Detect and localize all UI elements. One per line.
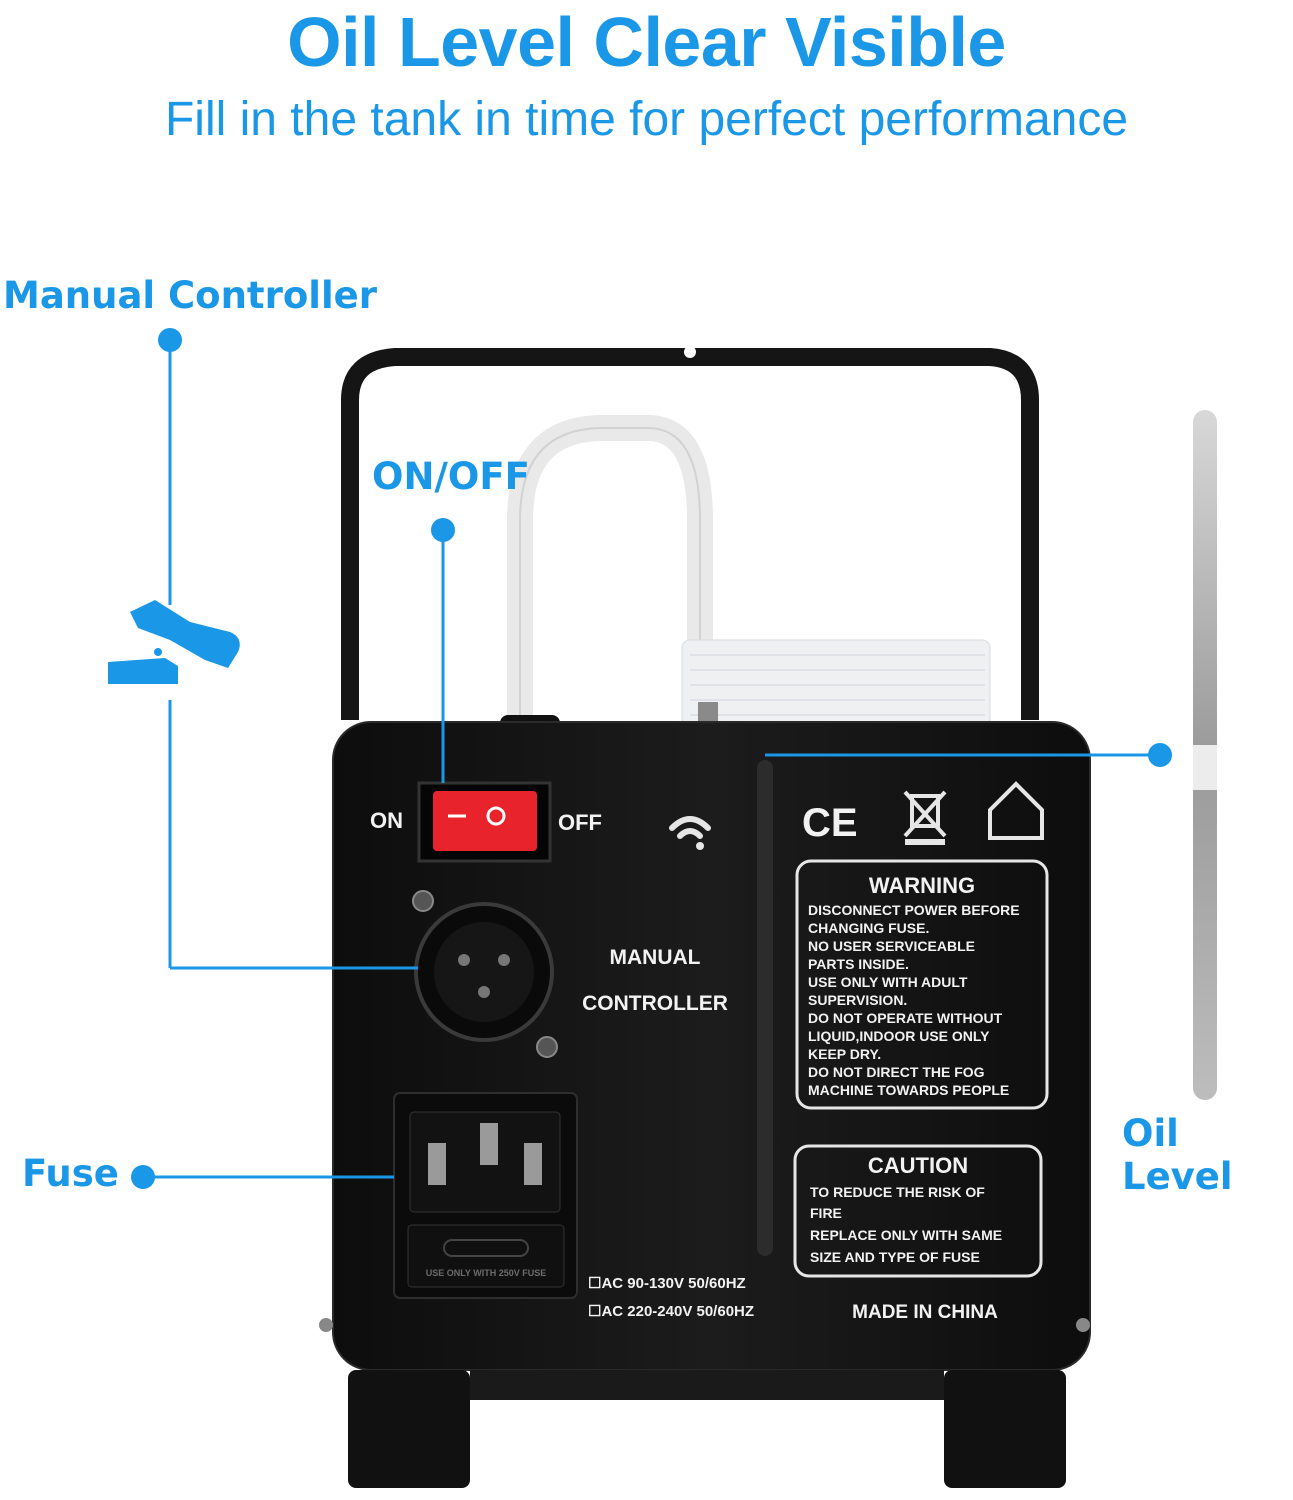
warning-line: DO NOT DIRECT THE FOG bbox=[808, 1064, 985, 1080]
fuse-print: USE ONLY WITH 250V FUSE bbox=[426, 1268, 547, 1278]
headline: Oil Level Clear Visible bbox=[287, 3, 1006, 81]
voltage-option: ☐AC 220-240V 50/60HZ bbox=[588, 1303, 754, 1320]
manual-controller-print: CONTROLLER bbox=[582, 992, 728, 1015]
indoor-house-icon bbox=[988, 781, 1044, 840]
caution-line: SIZE AND TYPE OF FUSE bbox=[810, 1249, 980, 1265]
subheadline: Fill in the tank in time for perfect per… bbox=[164, 93, 1129, 146]
foot-left bbox=[348, 1370, 470, 1488]
callout-on-off: ON/OFF bbox=[372, 455, 530, 498]
foot-pedal-icon bbox=[108, 600, 240, 684]
fluid-tube bbox=[507, 415, 713, 725]
caution-label-box bbox=[793, 1144, 1043, 1278]
oil-sight-window bbox=[757, 760, 773, 1256]
foot-right bbox=[944, 1370, 1066, 1488]
caution-line: FIRE bbox=[810, 1205, 842, 1221]
wifi-icon bbox=[669, 816, 711, 850]
warning-line: USE ONLY WITH ADULT bbox=[808, 974, 968, 990]
on-label: ON bbox=[370, 808, 403, 833]
warning-line: SUPERVISION. bbox=[808, 992, 907, 1008]
weee-bin-icon bbox=[903, 790, 947, 845]
warning-line: MACHINE TOWARDS PEOPLE bbox=[808, 1082, 1009, 1098]
made-in-label: MADE IN CHINA bbox=[852, 1302, 998, 1323]
ce-mark-icon: CE bbox=[802, 801, 858, 845]
warning-line: DO NOT OPERATE WITHOUT bbox=[808, 1010, 1003, 1026]
callout-fuse: Fuse bbox=[22, 1152, 119, 1195]
warning-title: WARNING bbox=[869, 873, 975, 898]
warning-label-box bbox=[795, 859, 1049, 1110]
warning-line: KEEP DRY. bbox=[808, 1046, 881, 1062]
callout-oil-level: Oil Level bbox=[1122, 1112, 1233, 1198]
warning-line: CHANGING FUSE. bbox=[808, 920, 929, 936]
warning-line: DISCONNECT POWER BEFORE bbox=[808, 902, 1020, 918]
warning-line: PARTS INSIDE. bbox=[808, 956, 909, 972]
caution-line: TO REDUCE THE RISK OF bbox=[810, 1184, 985, 1200]
power-switch bbox=[433, 791, 537, 851]
caution-line: REPLACE ONLY WITH SAME bbox=[810, 1227, 1002, 1243]
warning-line: NO USER SERVICEABLE bbox=[808, 938, 975, 954]
off-label: OFF bbox=[558, 810, 602, 835]
handle-hole bbox=[684, 346, 696, 358]
caution-title: CAUTION bbox=[868, 1153, 968, 1178]
manual-controller-print: MANUAL bbox=[610, 946, 701, 969]
warning-line: LIQUID,INDOOR USE ONLY bbox=[808, 1028, 990, 1044]
voltage-option: ☐AC 90-130V 50/60HZ bbox=[588, 1275, 746, 1292]
callout-manual-controller: Manual Controller bbox=[3, 274, 377, 317]
